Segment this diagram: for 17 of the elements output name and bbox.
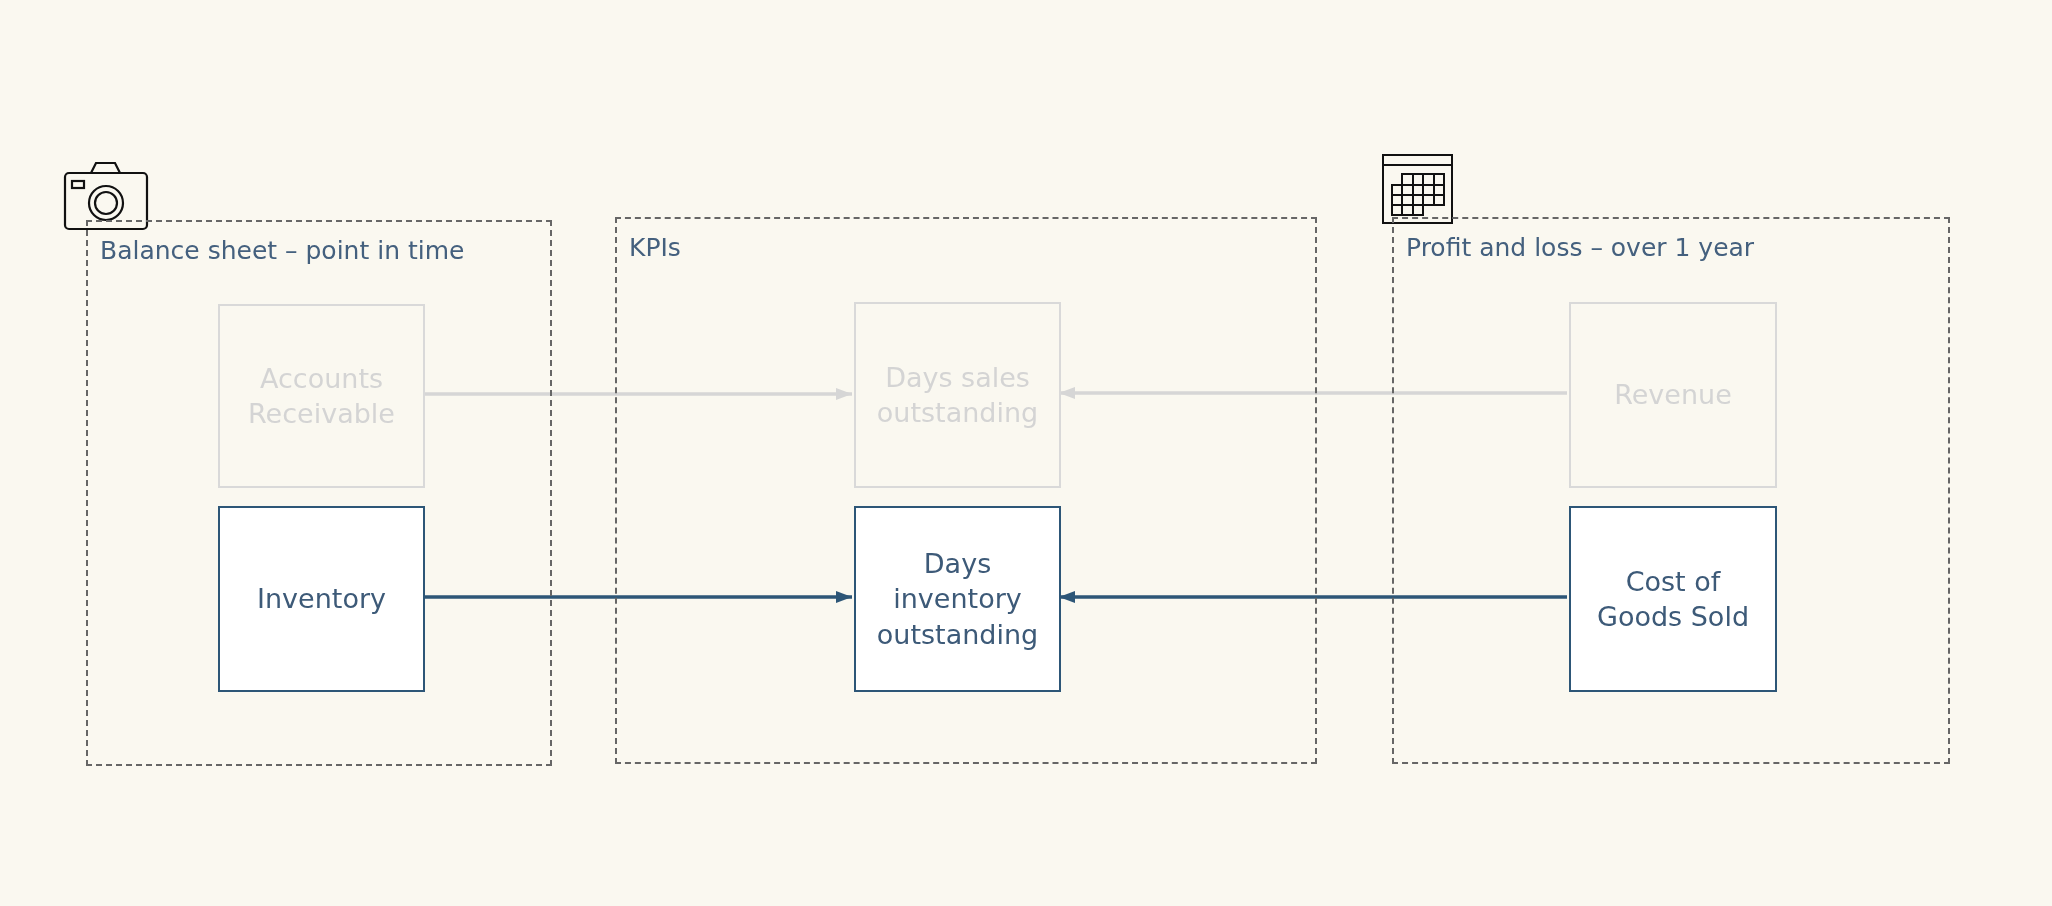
box-label: Days inventory outstanding [876,547,1039,652]
group-frame [86,220,552,766]
process-box [1569,506,1777,692]
process-box [1569,302,1777,488]
box-label: Cost of Goods Sold [1595,564,1750,634]
box-label: Inventory [257,582,386,617]
process-box [218,506,425,692]
arrow [423,388,852,400]
group-title: KPIs [629,233,681,262]
process-box [218,304,425,488]
group-frame [615,217,1317,764]
arrow [1059,387,1567,399]
process-box [854,506,1061,692]
group-title: Balance sheet – point in time [100,236,465,265]
group-frame [1392,217,1950,764]
process-box [854,302,1061,488]
group-title: Profit and loss – over 1 year [1406,233,1755,262]
